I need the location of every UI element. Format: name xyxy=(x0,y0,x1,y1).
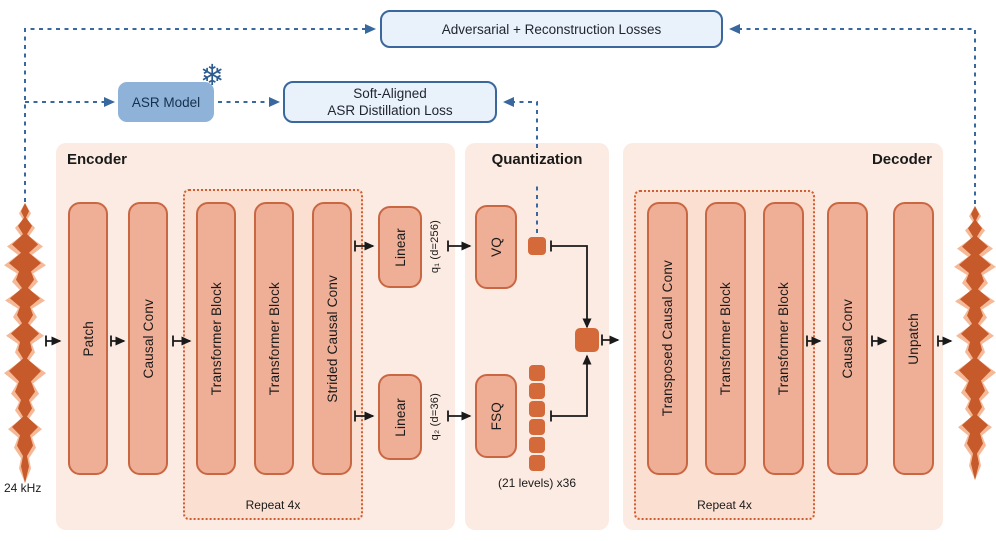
decoder-repeat-label: Repeat 4x xyxy=(697,498,752,512)
input-waveform-icon xyxy=(4,203,46,483)
vq-code-square xyxy=(528,237,546,255)
asr-model-label: ASR Model xyxy=(131,94,201,110)
fsq-code-square xyxy=(529,437,545,453)
distill-line2: ASR Distillation Loss xyxy=(327,103,453,118)
block-transformer-1: Transformer Block xyxy=(196,202,236,475)
distillation-loss-box: Soft-Aligned ASR Distillation Loss xyxy=(283,81,497,123)
adversarial-loss-label: Adversarial + Reconstruction Losses xyxy=(441,21,662,37)
q1-label: q₁ (d=256) xyxy=(429,220,441,274)
fsq-code-square xyxy=(529,365,545,381)
fsq-code-square xyxy=(529,455,545,471)
snowflake-icon: ❄ xyxy=(200,58,225,92)
block-fsq: FSQ xyxy=(475,374,517,458)
q2-label: q₂ (d=36) xyxy=(429,393,441,441)
block-transformer-dec-1: Transformer Block xyxy=(705,202,746,475)
block-strided-causal-conv: Strided Causal Conv xyxy=(312,202,352,475)
merged-code-square xyxy=(575,328,599,352)
block-vq: VQ xyxy=(475,205,517,289)
input-rate-label: 24 kHz xyxy=(4,481,42,495)
fsq-code-square xyxy=(529,383,545,399)
block-transposed-causal-conv: Transposed Causal Conv xyxy=(647,202,688,475)
adversarial-loss-box: Adversarial + Reconstruction Losses xyxy=(380,10,723,48)
encoder-repeat-label: Repeat 4x xyxy=(245,498,301,512)
quantization-title: Quantization xyxy=(491,151,583,168)
block-causal-conv-dec: Causal Conv xyxy=(827,202,868,475)
block-linear-1: Linear xyxy=(378,206,422,288)
fsq-code-square xyxy=(529,419,545,435)
encoder-title: Encoder xyxy=(67,151,128,168)
decoder-title: Decoder xyxy=(871,151,932,168)
block-transformer-dec-2: Transformer Block xyxy=(763,202,804,475)
block-unpatch: Unpatch xyxy=(893,202,934,475)
block-linear-2: Linear xyxy=(378,374,422,460)
block-patch: Patch xyxy=(68,202,108,475)
dashed-vq-to-distill xyxy=(503,97,538,148)
fsq-levels-label: (21 levels) x36 xyxy=(497,476,577,490)
fsq-code-square xyxy=(529,401,545,417)
block-transformer-2: Transformer Block xyxy=(254,202,294,475)
distill-line1: Soft-Aligned xyxy=(353,86,427,101)
block-causal-conv: Causal Conv xyxy=(128,202,168,475)
output-waveform-icon xyxy=(954,206,996,481)
